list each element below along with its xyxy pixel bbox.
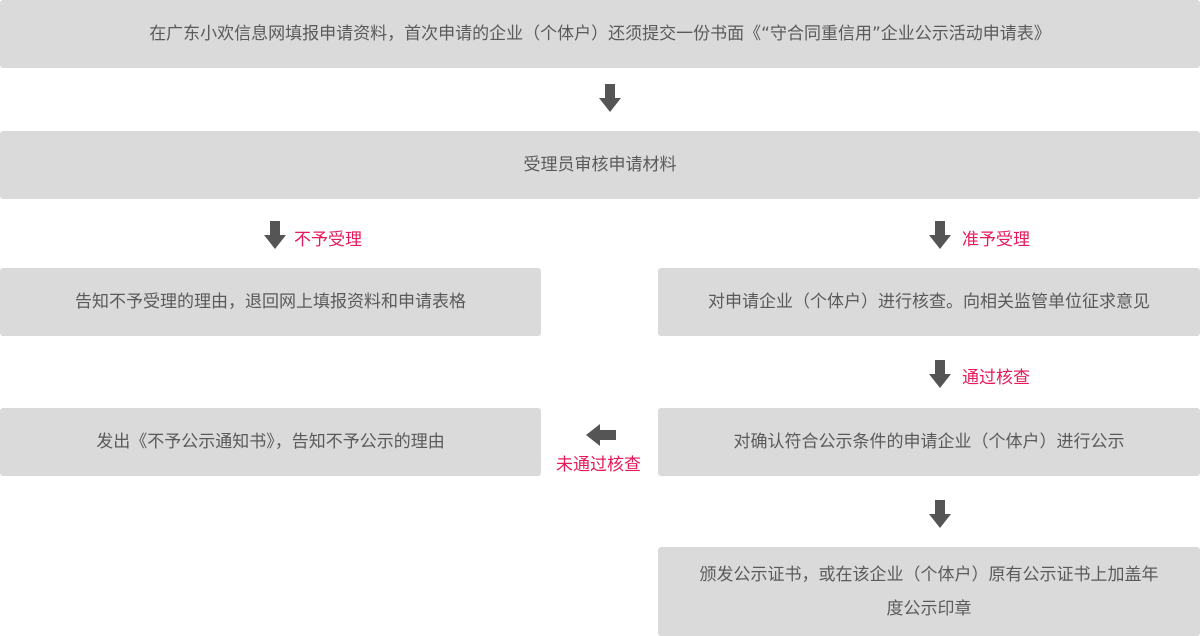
step-submit-application: 在广东小欢信息网填报申请资料，首次申请的企业（个体户）还须提交一份书面《“守合同…: [0, 0, 1200, 68]
arrow-down-icon: [599, 84, 621, 112]
step-fail-notice: 发出《不予公示通知书》，告知不予公示的理由: [0, 408, 541, 476]
label-pass: 通过核查: [962, 368, 1030, 388]
step-reject-notice: 告知不予受理的理由，退回网上填报资料和申请表格: [0, 268, 541, 336]
step-verify: 对申请企业（个体户）进行核查。向相关监管单位征求意见: [658, 268, 1200, 336]
label-fail: 未通过核查: [556, 455, 641, 475]
step-certificate-line1: 颁发公示证书，或在该企业（个体户）原有公示证书上加盖年: [699, 564, 1159, 585]
arrow-down-icon: [929, 500, 951, 528]
step-review-materials: 受理员审核申请材料: [0, 131, 1200, 199]
arrow-down-icon: [264, 221, 286, 249]
label-accept: 准予受理: [962, 230, 1030, 250]
step-review-text: 受理员审核申请材料: [523, 155, 677, 175]
step-certificate: 颁发公示证书，或在该企业（个体户）原有公示证书上加盖年 度公示印章: [658, 547, 1200, 636]
step-submit-text: 在广东小欢信息网填报申请资料，首次申请的企业（个体户）还须提交一份书面《“守合同…: [149, 24, 1051, 44]
arrow-down-icon: [929, 360, 951, 388]
step-verify-text: 对申请企业（个体户）进行核查。向相关监管单位征求意见: [708, 292, 1150, 312]
step-reject-notice-text: 告知不予受理的理由，退回网上填报资料和申请表格: [75, 292, 466, 312]
step-publicize-text: 对确认符合公示条件的申请企业（个体户）进行公示: [733, 432, 1125, 452]
step-fail-notice-text: 发出《不予公示通知书》，告知不予公示的理由: [96, 432, 445, 452]
arrow-left-icon: [586, 424, 616, 446]
step-certificate-line2: 度公示印章: [886, 598, 972, 619]
label-reject: 不予受理: [294, 230, 362, 250]
step-publicize: 对确认符合公示条件的申请企业（个体户）进行公示: [658, 408, 1200, 476]
arrow-down-icon: [929, 221, 951, 249]
